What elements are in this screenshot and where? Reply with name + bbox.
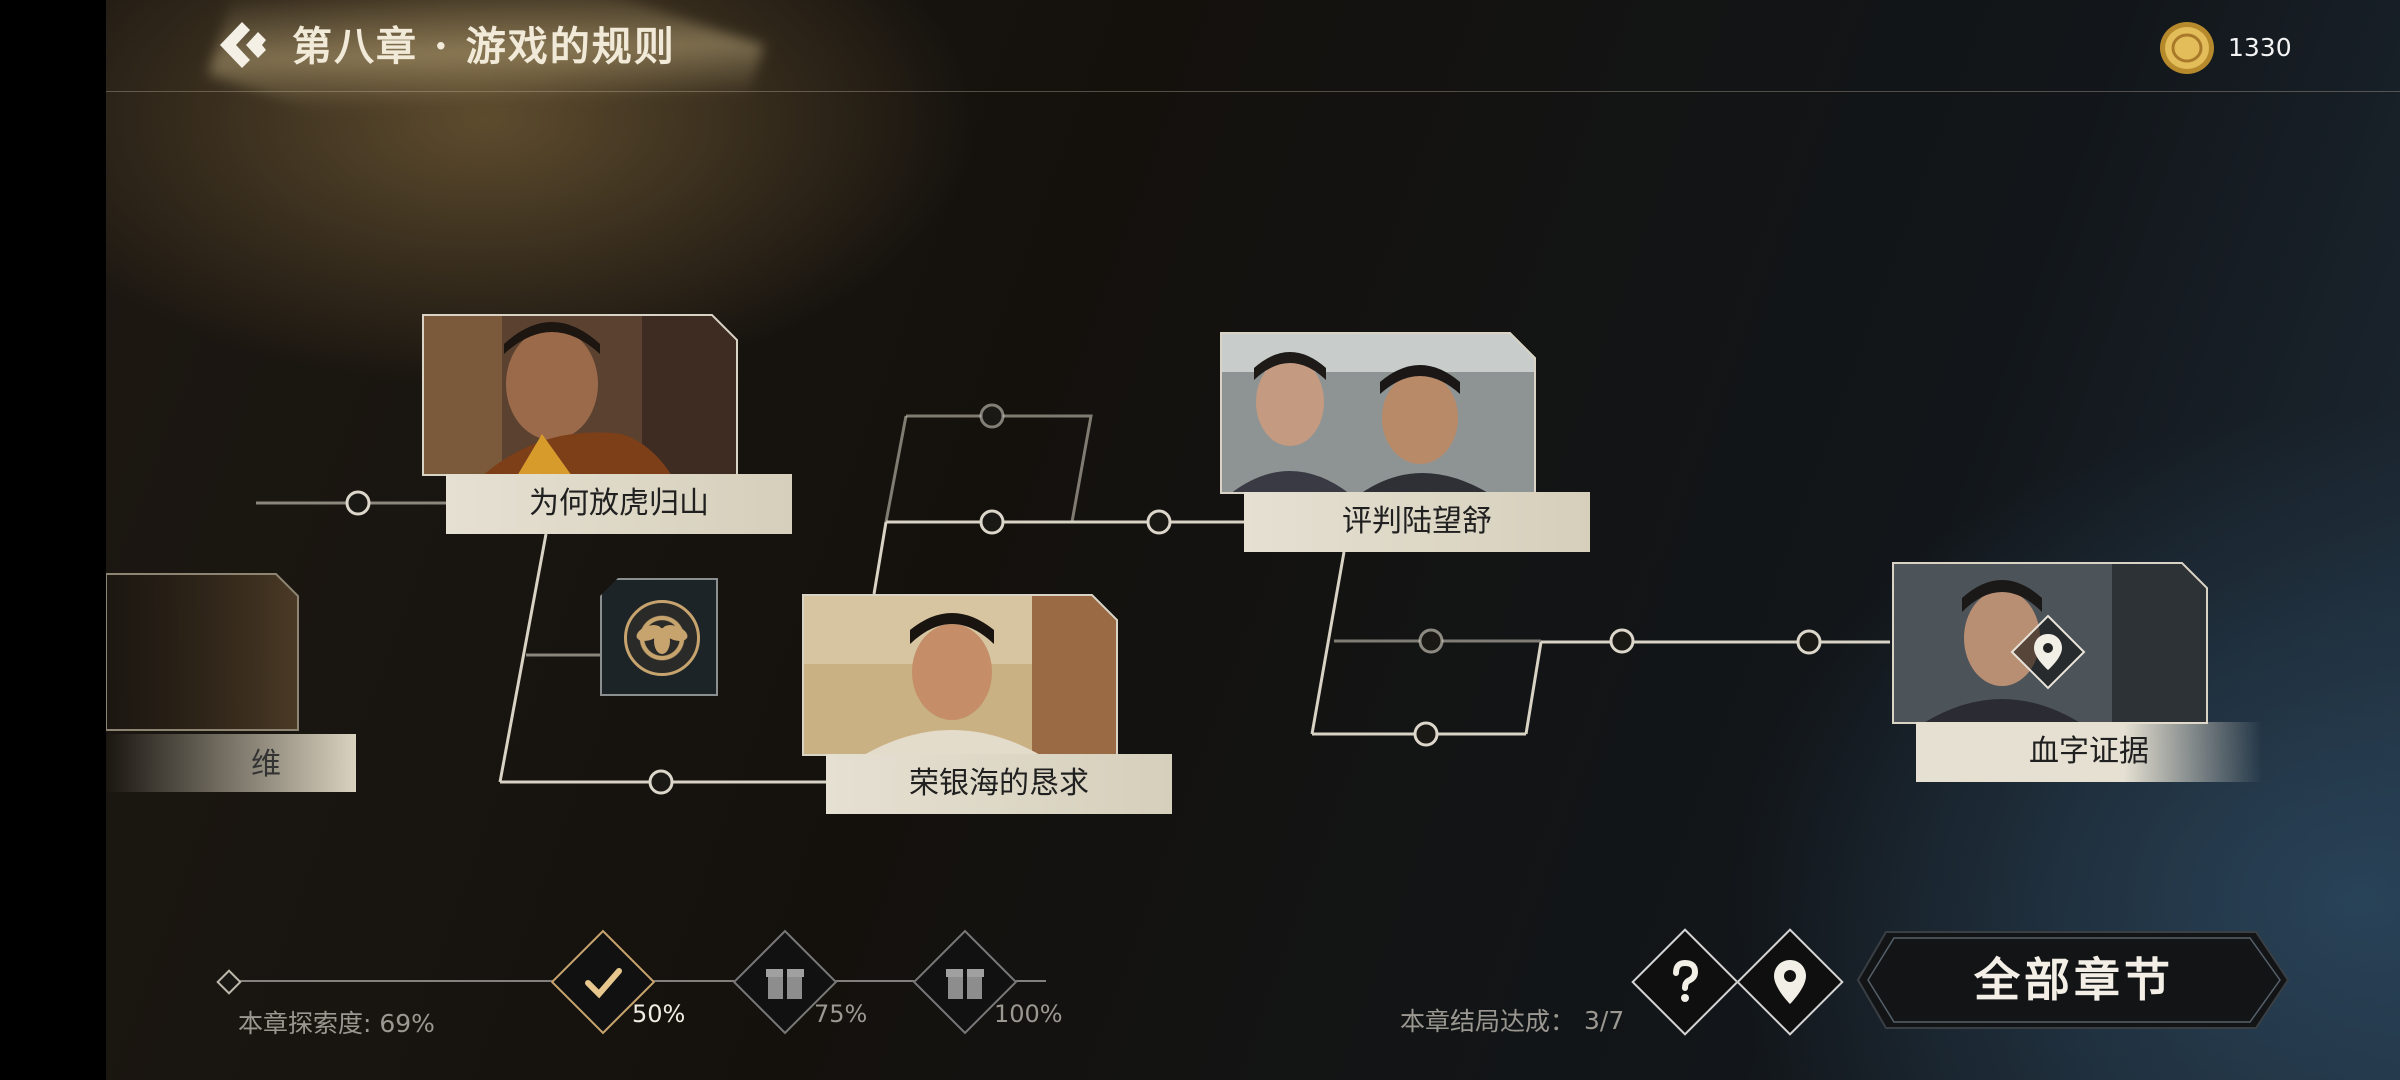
ending-progress-label: 本章结局达成： xyxy=(1400,1007,1576,1036)
coin-count: 1330 xyxy=(2228,33,2292,62)
story-node-rong-yinhai-plea[interactable]: 荣银海的恳求 xyxy=(802,594,1172,814)
story-branch-lines xyxy=(256,403,1890,795)
node-label: 评判陆望舒 xyxy=(1244,492,1590,552)
location-marker-icon xyxy=(2010,614,2086,690)
previous-card-label: 维 xyxy=(251,747,281,782)
node-image xyxy=(802,594,1118,756)
node-image xyxy=(1220,332,1536,494)
gift-icon xyxy=(946,969,984,999)
milestone-50[interactable] xyxy=(550,929,656,1035)
milestone-50-label: 50% xyxy=(632,1000,686,1028)
ending-progress-value: 3/7 xyxy=(1584,1006,1625,1035)
map-button[interactable] xyxy=(1736,928,1844,1036)
previous-story-card[interactable]: 维 xyxy=(106,570,356,796)
location-pin-icon xyxy=(1774,960,1806,1004)
help-button[interactable] xyxy=(1631,928,1739,1036)
check-icon xyxy=(585,968,622,999)
milestone-100[interactable] xyxy=(912,929,1018,1035)
milestone-75[interactable] xyxy=(732,929,838,1035)
all-chapters-frame xyxy=(1856,931,2290,1029)
question-icon xyxy=(1673,959,1699,1002)
node-image xyxy=(422,314,738,476)
story-node-blood-evidence[interactable]: 血字证据 xyxy=(1892,562,2262,782)
header-divider xyxy=(106,91,2400,92)
collectible-badge[interactable] xyxy=(600,578,718,696)
milestone-75-label: 75% xyxy=(814,1000,868,1028)
story-node-release-the-tiger[interactable]: 为何放虎归山 xyxy=(422,314,792,534)
chapter-map-screen: 第八章 · 游戏的规则 1330 xyxy=(106,0,2400,1080)
milestone-100-label: 100% xyxy=(994,1000,1063,1028)
node-label: 血字证据 xyxy=(1916,722,2262,782)
bee-emblem-icon xyxy=(624,600,700,676)
chapter-title: 第八章 · 游戏的规则 xyxy=(292,23,676,70)
all-chapters-button[interactable]: 全部章节 xyxy=(1856,928,2292,1032)
back-button[interactable] xyxy=(216,18,276,72)
exploration-label: 本章探索度: 69% xyxy=(238,1009,435,1038)
gift-icon xyxy=(766,969,804,999)
node-label: 为何放虎归山 xyxy=(446,474,792,534)
coin-icon xyxy=(2160,22,2214,74)
node-label: 荣银海的恳求 xyxy=(826,754,1172,814)
story-node-judge-lu-wangshu[interactable]: 评判陆望舒 xyxy=(1220,332,1590,552)
all-chapters-label: 全部章节 xyxy=(1974,953,2174,1007)
